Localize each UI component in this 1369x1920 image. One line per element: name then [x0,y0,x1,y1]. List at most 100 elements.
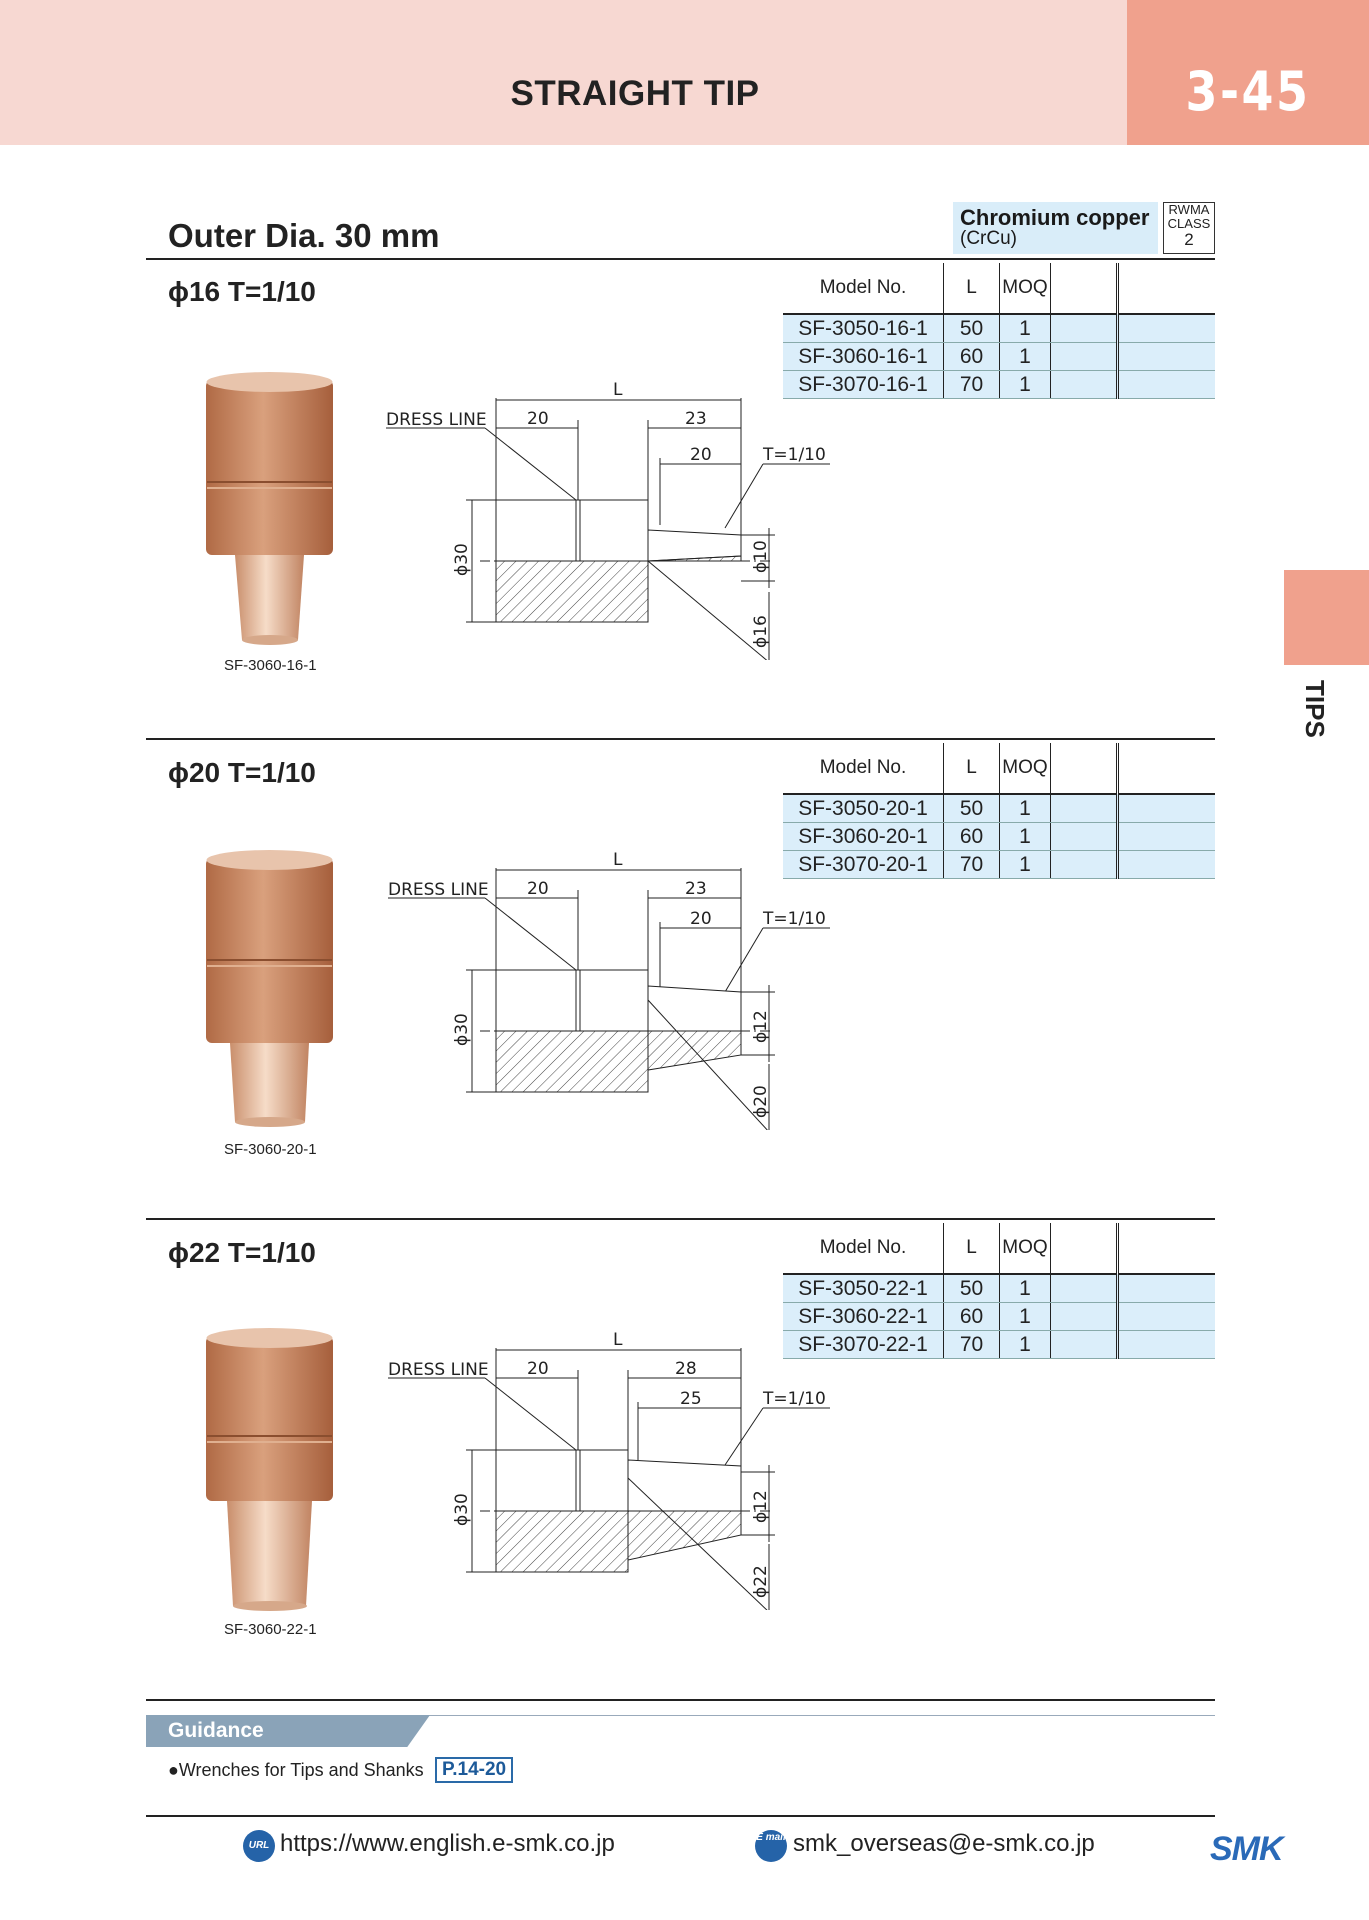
side-tab-label: TIPS [1300,680,1330,738]
l-cell: 50 [943,314,1000,343]
section-divider [146,1218,1215,1220]
l-cell: 60 [943,342,1000,371]
model-cell: SF-3050-20-1 [783,794,944,823]
dia-body: ϕ30 [452,1493,472,1526]
l-cell: 60 [943,1302,1000,1331]
taper-label: T=1/10 [762,909,826,929]
guidance-label: Guidance [168,1719,264,1742]
page-header [0,0,1127,145]
email-icon: E mail [755,1830,787,1862]
smk-logo: SMK [1210,1830,1284,1868]
tip-photo [206,372,333,645]
dia-body: ϕ30 [452,1013,472,1046]
model-cell: SF-3060-22-1 [783,1302,944,1331]
rwma-class-badge: RWMA CLASS 2 [1163,202,1215,254]
guidance-bar [146,1715,430,1747]
taper-label: T=1/10 [762,445,826,465]
dia-shank: ϕ16 [751,615,771,648]
taper-label: T=1/10 [762,1389,826,1409]
tip-photo [206,1328,333,1611]
dim-d3: 20 [690,909,712,929]
model-cell: SF-3070-20-1 [783,850,944,879]
tip-drawing: DRESS LINE L 20 23 20 T=1/10 ϕ30 ϕ12 ϕ20 [388,850,830,1130]
col-model: Model No. [783,1223,944,1275]
dia-tip: ϕ10 [751,540,771,573]
tip-drawing: DRESS LINE L 20 23 20 T=1/10 ϕ30 ϕ10 ϕ16 [386,380,830,660]
model-cell: SF-3060-16-1 [783,342,944,371]
col-l: L [943,263,1000,315]
dia-shank: ϕ20 [751,1085,771,1118]
model-cell: SF-3060-20-1 [783,822,944,851]
dim-d1: 20 [527,409,549,429]
page-number: 3-45 [1185,60,1311,123]
photo-caption: SF-3060-16-1 [224,657,317,674]
dim-L: L [613,380,623,400]
moq-cell: 1 [999,342,1051,371]
model-cell: SF-3050-16-1 [783,314,944,343]
guidance-page-link[interactable]: P.14-20 [435,1757,514,1783]
rwma-class-value: 2 [1184,230,1194,249]
l-cell: 50 [943,794,1000,823]
l-cell: 50 [943,1274,1000,1303]
section-divider [146,738,1215,740]
variant-heading: ϕ20 T=1/10 [168,757,316,788]
model-cell: SF-3070-16-1 [783,370,944,399]
footer-divider [146,1815,1215,1817]
material-box [953,202,1158,254]
col-l: L [943,743,1000,795]
tip-drawing: DRESS LINE L 20 28 25 T=1/10 ϕ30 ϕ12 ϕ22 [388,1330,830,1610]
rwma-label: RWMA [1168,202,1210,217]
side-tab[interactable] [1284,570,1369,665]
l-cell: 70 [943,850,1000,879]
guidance-line [146,1715,1215,1716]
dim-d2: 28 [675,1359,697,1379]
side-tab-label-wrap: TIPS [1300,680,1336,750]
dia-body: ϕ30 [452,543,472,576]
col-moq: MOQ [999,263,1051,315]
dim-d1: 20 [527,1359,549,1379]
page-number-box [1127,0,1369,145]
moq-cell: 1 [999,1330,1051,1359]
guidance-item: ●Wrenches for Tips and Shanks [168,1760,424,1780]
dress-line-label: DRESS LINE [388,1360,489,1380]
variant-heading: ϕ16 T=1/10 [168,276,316,307]
dim-d2: 23 [685,409,707,429]
section-divider [146,1699,1215,1701]
dress-line-label: DRESS LINE [386,410,487,430]
page-title: STRAIGHT TIP [510,74,760,113]
dia-shank: ϕ22 [751,1565,771,1598]
material-sub: (CrCu) [960,228,1017,249]
rwma-class-label: CLASS [1167,216,1211,231]
model-cell: SF-3050-22-1 [783,1274,944,1303]
dim-L: L [613,1330,623,1350]
moq-cell: 1 [999,1274,1051,1303]
dress-line-label: DRESS LINE [388,880,489,900]
l-cell: 70 [943,370,1000,399]
col-model: Model No. [783,743,944,795]
col-l: L [943,1223,1000,1275]
model-cell: SF-3070-22-1 [783,1330,944,1359]
footer-email-link[interactable]: smk_overseas@e-smk.co.jp [793,1830,1095,1857]
dia-tip: ϕ12 [751,1490,771,1523]
url-icon: URL [243,1830,275,1862]
dim-d2: 23 [685,879,707,899]
material-name: Chromium copper [960,205,1150,230]
dim-d3: 25 [680,1389,702,1409]
footer-url-link[interactable]: https://www.english.e-smk.co.jp [280,1830,615,1857]
dia-tip: ϕ12 [751,1010,771,1043]
dim-d1: 20 [527,879,549,899]
tip-photo [206,850,333,1127]
photo-caption: SF-3060-22-1 [224,1621,317,1638]
section-title: Outer Dia. 30 mm [168,217,440,254]
